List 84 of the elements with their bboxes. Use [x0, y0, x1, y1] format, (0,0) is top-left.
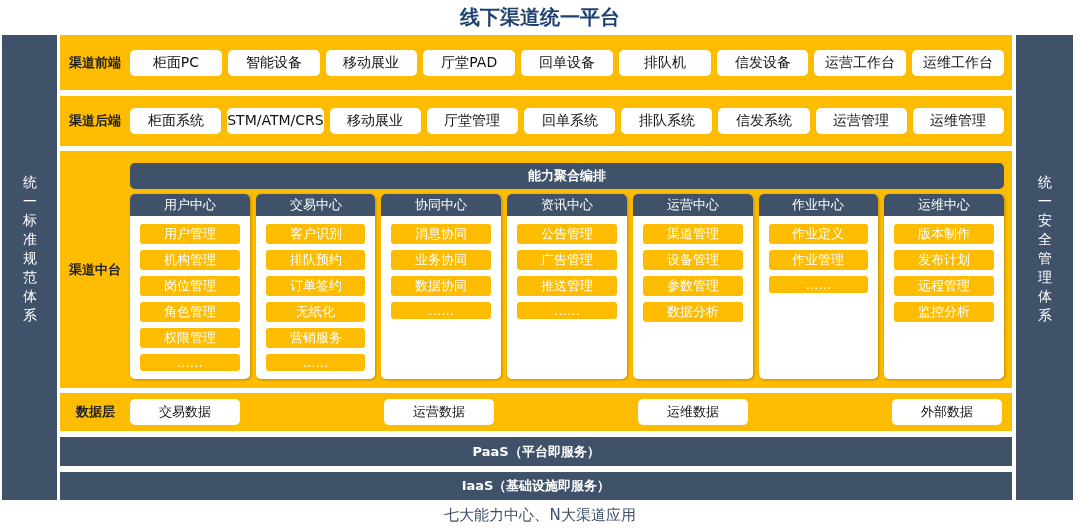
data-box: 运维数据	[638, 399, 748, 425]
capability-tag: 远程管理	[894, 276, 995, 296]
center-card	[507, 194, 627, 379]
side-pillar	[1016, 35, 1073, 500]
capability-tag: 机构管理	[140, 250, 240, 270]
capability-tag: 订单签约	[265, 276, 366, 296]
channel-box: 运维工作台	[912, 49, 1005, 76]
layer-band	[60, 151, 1012, 388]
center-card	[884, 194, 1005, 379]
side-pillar	[2, 35, 57, 500]
channel-box: 柜面PC	[130, 49, 222, 76]
channel-box: 运营工作台	[814, 49, 907, 76]
capability-tag: 作业定义	[768, 224, 869, 244]
capability-tag: ……	[140, 354, 240, 371]
capability-tag: 营销服务	[265, 328, 366, 348]
channel-box: 智能设备	[227, 49, 320, 76]
channel-box: 排队系统	[621, 108, 713, 134]
layer-label: 数据层	[74, 403, 116, 421]
center-card	[255, 194, 376, 379]
card-heading: 运维中心	[884, 194, 1005, 216]
capability-tag: 参数管理	[642, 276, 743, 296]
capability-tag: 公告管理	[517, 224, 617, 244]
capability-tag: ……	[265, 354, 366, 371]
data-box: 交易数据	[130, 399, 240, 425]
channel-box: 移动展业	[325, 49, 418, 76]
diagram-caption: 七大能力中心、N大渠道应用	[443, 506, 637, 525]
layer-bar: PaaS（平台即服务）	[60, 437, 1012, 466]
layer-band	[60, 96, 1012, 146]
card-heading: 用户中心	[130, 194, 250, 216]
channel-box: 信发系统	[718, 108, 810, 134]
channel-box: 回单系统	[524, 108, 616, 134]
capability-tag: 角色管理	[140, 302, 240, 322]
card-heading: 协同中心	[381, 194, 502, 216]
capability-tag: 排队预约	[265, 250, 366, 270]
layer-label: 渠道后端	[68, 112, 122, 130]
channel-box: 回单设备	[521, 49, 613, 76]
capability-tag: 消息协同	[391, 224, 492, 244]
channel-box: 厅堂管理	[426, 108, 519, 134]
capability-tag: 发布计划	[894, 250, 995, 270]
capability-tag: 无纸化	[265, 302, 366, 322]
channel-box: 移动展业	[329, 108, 421, 134]
diagram-title: 线下渠道统一平台	[459, 4, 621, 31]
data-box: 运营数据	[384, 399, 494, 425]
capability-tag: 渠道管理	[642, 224, 743, 244]
layer-bar: IaaS（基础设施即服务）	[60, 472, 1012, 500]
capability-tag: 监控分析	[894, 302, 995, 322]
capability-tag: 广告管理	[517, 250, 617, 270]
center-card	[381, 194, 502, 379]
capability-tag: ……	[391, 302, 492, 319]
center-card	[632, 194, 753, 379]
capability-tag: 数据协同	[391, 276, 492, 296]
channel-box: 运维管理	[912, 108, 1004, 134]
capability-tag: 客户识别	[265, 224, 366, 244]
capability-tag: 作业管理	[768, 250, 869, 270]
capability-tag: 设备管理	[642, 250, 743, 270]
data-box: 外部数据	[892, 399, 1002, 425]
card-heading: 资讯中心	[507, 194, 627, 216]
channel-box: 厅堂PAD	[423, 49, 516, 76]
channel-box: STM/ATM/CRS	[227, 108, 324, 134]
capability-tag: 数据分析	[642, 302, 743, 322]
channel-box: 运营管理	[815, 108, 907, 134]
capability-tag: 权限管理	[140, 328, 240, 348]
pillar-label: 统一安全管理体系	[1037, 173, 1052, 325]
layer-band	[60, 393, 1012, 431]
capability-tag: 版本制作	[894, 224, 995, 244]
card-heading: 交易中心	[255, 194, 376, 216]
card-heading: 运营中心	[632, 194, 753, 216]
card-heading: 作业中心	[758, 194, 879, 216]
layer-label: 渠道前端	[68, 53, 122, 72]
channel-box: 信发设备	[716, 49, 809, 76]
capability-tag: ……	[517, 302, 617, 319]
capability-tag: 业务协同	[391, 250, 492, 270]
layer-label: 渠道中台	[68, 260, 122, 279]
layer-band	[60, 35, 1012, 90]
center-card	[758, 194, 879, 379]
channel-box: 柜面系统	[130, 108, 222, 134]
capability-tag: ……	[768, 276, 869, 293]
pillar-label: 统一标准规范体系	[22, 173, 37, 325]
center-card	[130, 194, 250, 379]
capability-tag: 用户管理	[140, 224, 240, 244]
channel-box: 排队机	[618, 49, 711, 76]
orchestration-bar: 能力聚合编排	[130, 163, 1004, 189]
capability-tag: 推送管理	[517, 276, 617, 296]
capability-tag: 岗位管理	[140, 276, 240, 296]
